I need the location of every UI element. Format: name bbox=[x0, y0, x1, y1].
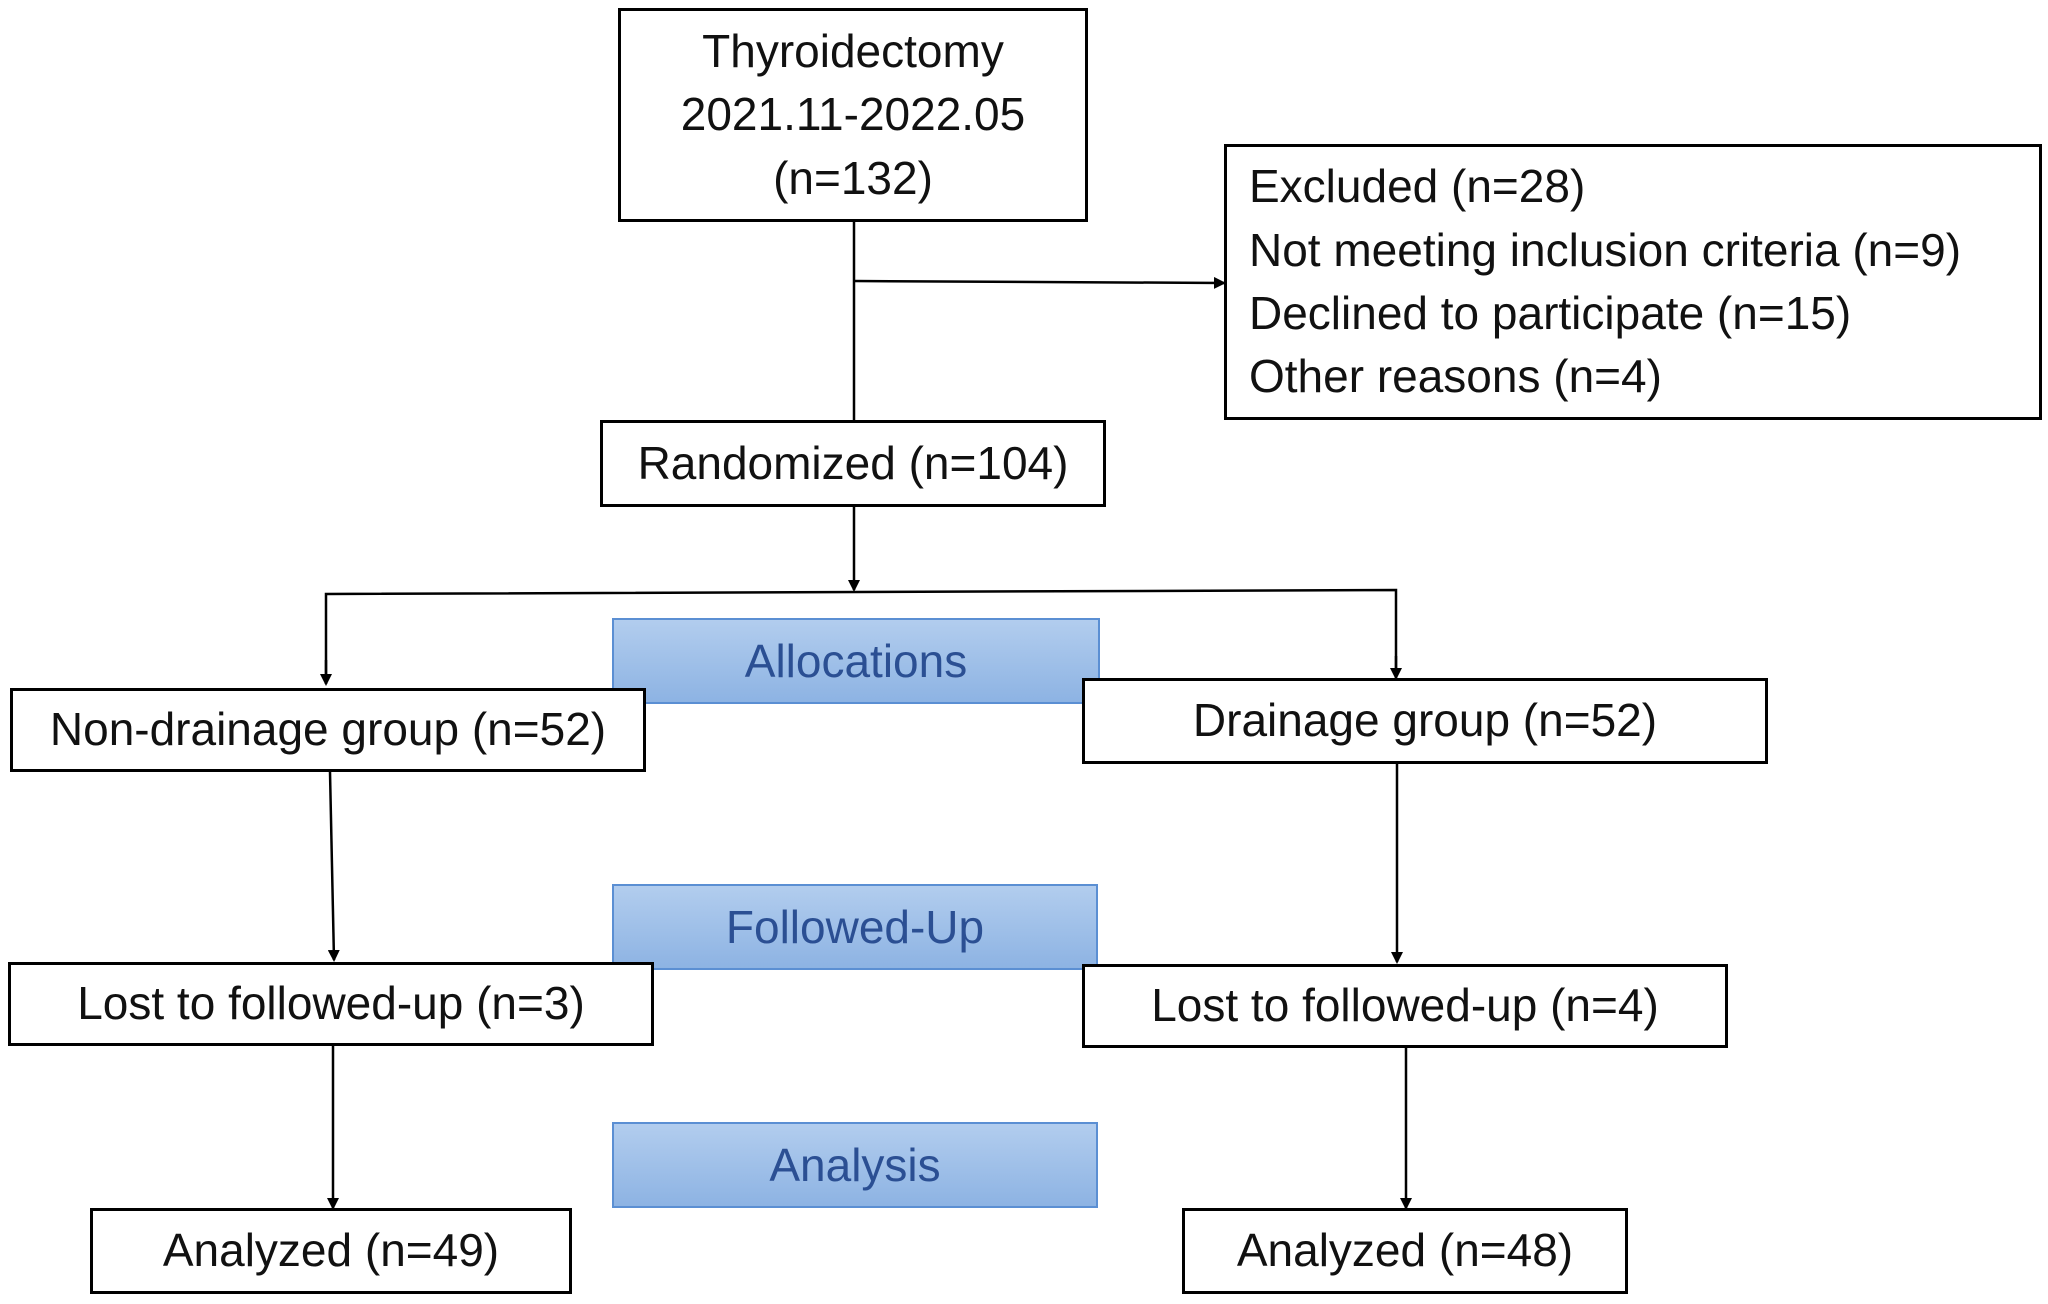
non-drainage-analyzed-label: Analyzed (n=49) bbox=[162, 1224, 500, 1277]
non-drainage-group-label: Non-drainage group (n=52) bbox=[49, 703, 607, 756]
excluded-reason-other: Other reasons (n=4) bbox=[1249, 350, 1662, 403]
stage-banner-follow-up: Followed-Up bbox=[612, 884, 1098, 970]
enrollment-count: (n=132) bbox=[773, 151, 933, 204]
arrow-to-excluded bbox=[853, 276, 1226, 289]
non-drainage-lost-box: Lost to followed-up (n=3) bbox=[8, 962, 654, 1046]
stage-banner-analysis: Analysis bbox=[612, 1122, 1098, 1208]
stage-label-analysis: Analysis bbox=[769, 1139, 941, 1191]
randomized-label: Randomized (n=104) bbox=[637, 436, 1069, 489]
non-drainage-group-box: Non-drainage group (n=52) bbox=[10, 688, 646, 772]
drainage-group-label: Drainage group (n=52) bbox=[1192, 694, 1658, 747]
stage-label-follow-up: Followed-Up bbox=[725, 901, 985, 953]
non-drainage-analyzed-box: Analyzed (n=49) bbox=[90, 1208, 572, 1294]
excluded-box: Excluded (n=28) Not meeting inclusion cr… bbox=[1224, 144, 2042, 420]
stage-banner-allocation: Allocations bbox=[612, 618, 1100, 704]
drainage-analyzed-box: Analyzed (n=48) bbox=[1182, 1208, 1628, 1294]
enrollment-procedure: Thyroidectomy bbox=[702, 24, 1004, 77]
excluded-reason-inclusion: Not meeting inclusion criteria (n=9) bbox=[1249, 223, 1962, 276]
drainage-lost-box: Lost to followed-up (n=4) bbox=[1082, 964, 1728, 1048]
excluded-title: Excluded (n=28) bbox=[1249, 160, 1586, 213]
drainage-group-box: Drainage group (n=52) bbox=[1082, 678, 1768, 764]
randomized-box: Randomized (n=104) bbox=[600, 420, 1106, 507]
drainage-analyzed-label: Analyzed (n=48) bbox=[1236, 1224, 1574, 1277]
enrollment-period: 2021.11-2022.05 bbox=[680, 88, 1026, 141]
allocation-split-line bbox=[324, 588, 1398, 680]
enrollment-box: Thyroidectomy 2021.11-2022.05 (n=132) bbox=[618, 8, 1088, 222]
drainage-lost-label: Lost to followed-up (n=4) bbox=[1151, 979, 1659, 1032]
arrow-non-drainage-to-lost bbox=[327, 771, 340, 962]
excluded-reason-declined: Declined to participate (n=15) bbox=[1249, 287, 1852, 339]
non-drainage-lost-label: Lost to followed-up (n=3) bbox=[77, 977, 585, 1030]
stage-label-allocation: Allocations bbox=[744, 635, 968, 687]
